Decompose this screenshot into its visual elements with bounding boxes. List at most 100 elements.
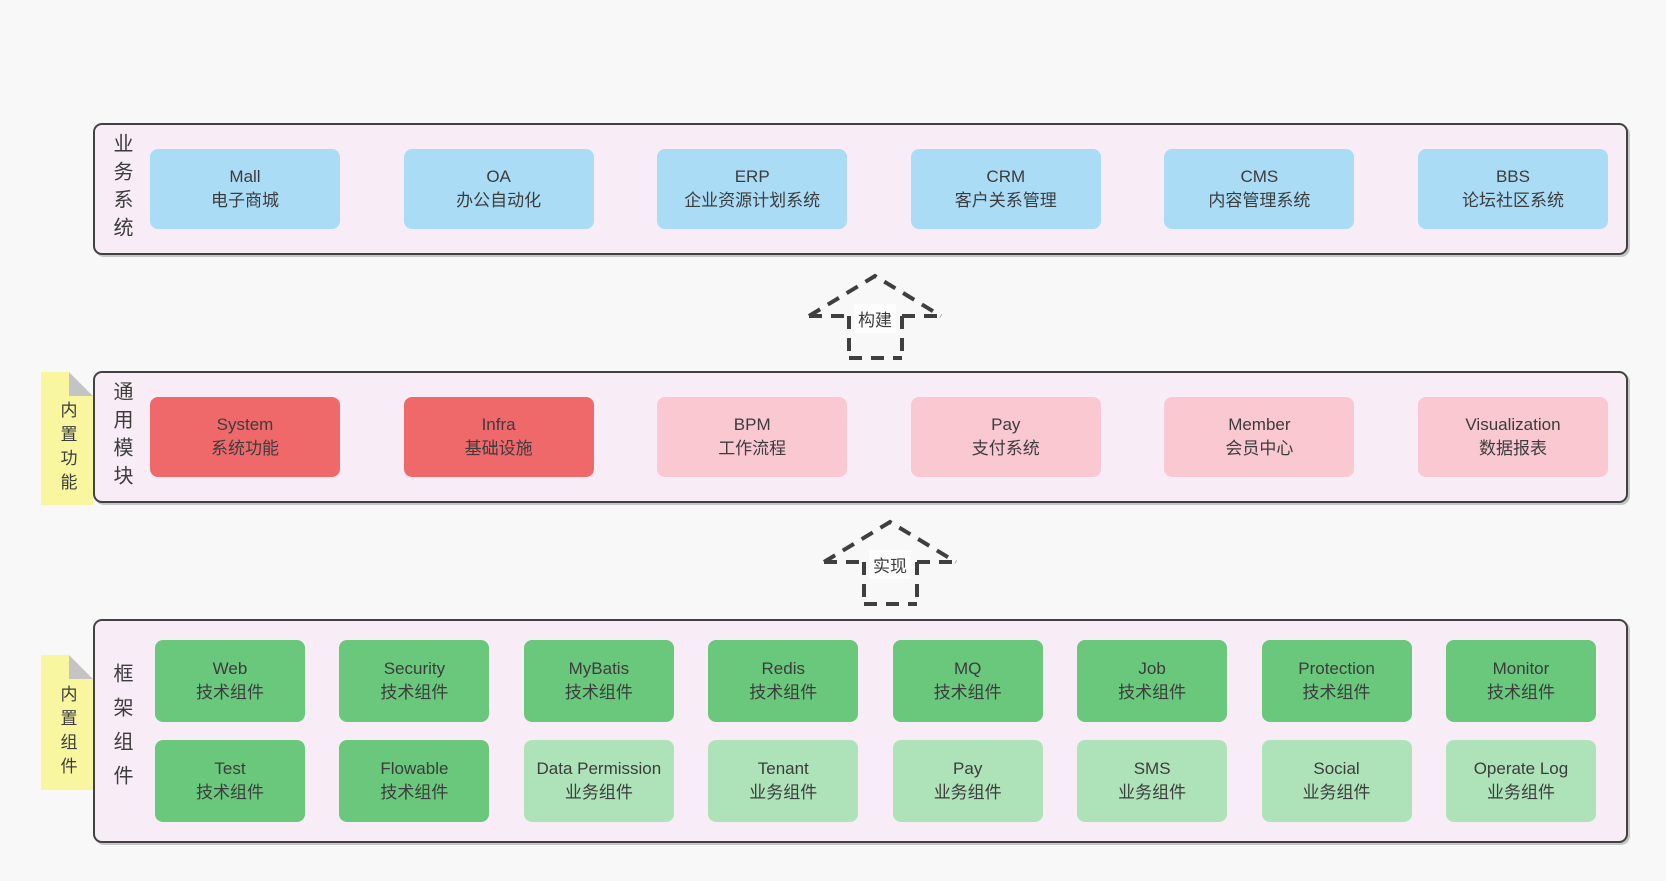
box-name: BPM xyxy=(733,414,771,434)
box-name: ERP xyxy=(734,166,770,186)
box-desc: 业务组件 xyxy=(1302,783,1371,803)
box-name: Social xyxy=(1313,759,1360,779)
box-name: Protection xyxy=(1298,658,1375,678)
box-system: System 系统功能 xyxy=(150,397,340,477)
box-desc: 技术组件 xyxy=(196,682,264,702)
box-name: System xyxy=(216,414,274,434)
box-job: Job 技术组件 xyxy=(1077,639,1228,722)
box-desc: 业务组件 xyxy=(749,783,818,803)
arrow-build: 构建 xyxy=(805,270,945,362)
box-desc: 客户关系管理 xyxy=(954,191,1057,210)
box-social: Social 业务组件 xyxy=(1261,740,1412,823)
box-desc: 会员中心 xyxy=(1225,439,1294,458)
box-desc: 技术组件 xyxy=(1486,682,1555,702)
box-crm: CRM 客户关系管理 xyxy=(910,149,1101,229)
box-monitor: Monitor 技术组件 xyxy=(1445,639,1596,722)
box-mybatis: MyBatis 技术组件 xyxy=(523,639,674,722)
arrow-implement: 实现 xyxy=(820,516,960,608)
box-name: Flowable xyxy=(380,759,449,779)
box-desc: 业务组件 xyxy=(1486,783,1555,803)
box-oa: OA 办公自动化 xyxy=(403,149,594,229)
band-side-label: 业务系统 xyxy=(110,133,132,245)
box-desc: 技术组件 xyxy=(749,682,818,702)
sticky-note-built-in-features: 内置功能 xyxy=(41,372,93,505)
box-name: Monitor xyxy=(1492,658,1550,678)
box-desc: 技术组件 xyxy=(1302,682,1371,702)
box-name: MQ xyxy=(953,658,982,678)
box-bbs: BBS 论坛社区系统 xyxy=(1417,149,1608,229)
box-test: Test 技术组件 xyxy=(155,740,305,823)
box-desc: 支付系统 xyxy=(971,439,1040,458)
box-name: Pay xyxy=(991,414,1021,434)
box-name: OA xyxy=(486,166,511,186)
box-desc: 技术组件 xyxy=(1118,682,1187,702)
box-cms: CMS 内容管理系统 xyxy=(1164,149,1355,229)
sticky-fold-icon xyxy=(69,372,93,396)
box-name: Security xyxy=(383,658,446,678)
box-desc: 技术组件 xyxy=(196,783,264,803)
box-name: Web xyxy=(212,658,248,678)
box-desc: 技术组件 xyxy=(380,783,449,803)
box-name: CMS xyxy=(1240,166,1279,186)
box-name: Infra xyxy=(481,414,516,434)
box-desc: 数据报表 xyxy=(1478,439,1547,458)
box-name: Test xyxy=(214,759,246,779)
sticky-label: 内置功能 xyxy=(57,400,77,497)
box-protection: Protection 技术组件 xyxy=(1261,639,1412,722)
box-name: Redis xyxy=(761,658,805,678)
sticky-fold-icon xyxy=(69,655,93,679)
sticky-label: 内置组件 xyxy=(57,684,77,781)
box-name: MyBatis xyxy=(568,658,630,678)
box-redis: Redis 技术组件 xyxy=(708,639,859,722)
box-desc: 内容管理系统 xyxy=(1208,191,1311,210)
box-name: Pay xyxy=(953,759,983,779)
arrow-label: 构建 xyxy=(854,304,896,333)
box-desc: 电子商城 xyxy=(211,191,279,210)
box-desc: 系统功能 xyxy=(211,439,279,458)
box-operate-log: Operate Log 业务组件 xyxy=(1445,740,1596,823)
box-member: Member 会员中心 xyxy=(1164,397,1355,477)
box-infra: Infra 基础设施 xyxy=(403,397,594,477)
box-name: Operate Log xyxy=(1473,759,1569,779)
dashed-up-arrow-icon xyxy=(822,519,958,606)
box-name: SMS xyxy=(1133,759,1171,779)
box-desc: 技术组件 xyxy=(933,682,1002,702)
arrow-label: 实现 xyxy=(869,550,911,579)
band-side-label: 框架组件 xyxy=(110,663,132,799)
box-name: BBS xyxy=(1495,166,1530,186)
box-desc: 技术组件 xyxy=(564,682,633,702)
box-name: Data Permission xyxy=(536,759,662,779)
band-side-label: 通用模块 xyxy=(110,381,132,493)
box-pay: Pay 支付系统 xyxy=(910,397,1101,477)
box-name: CRM xyxy=(986,166,1026,186)
sticky-note-built-in-components: 内置组件 xyxy=(41,655,93,790)
box-name: Member xyxy=(1228,414,1291,434)
box-flowable: Flowable 技术组件 xyxy=(339,740,490,823)
box-desc: 办公自动化 xyxy=(456,191,542,210)
box-desc: 基础设施 xyxy=(464,439,533,458)
dashed-up-arrow-icon xyxy=(807,273,943,360)
box-desc: 论坛社区系统 xyxy=(1461,191,1564,210)
box-mq: MQ 技术组件 xyxy=(892,639,1043,722)
box-name: Job xyxy=(1138,658,1166,678)
box-name: Tenant xyxy=(757,759,809,779)
